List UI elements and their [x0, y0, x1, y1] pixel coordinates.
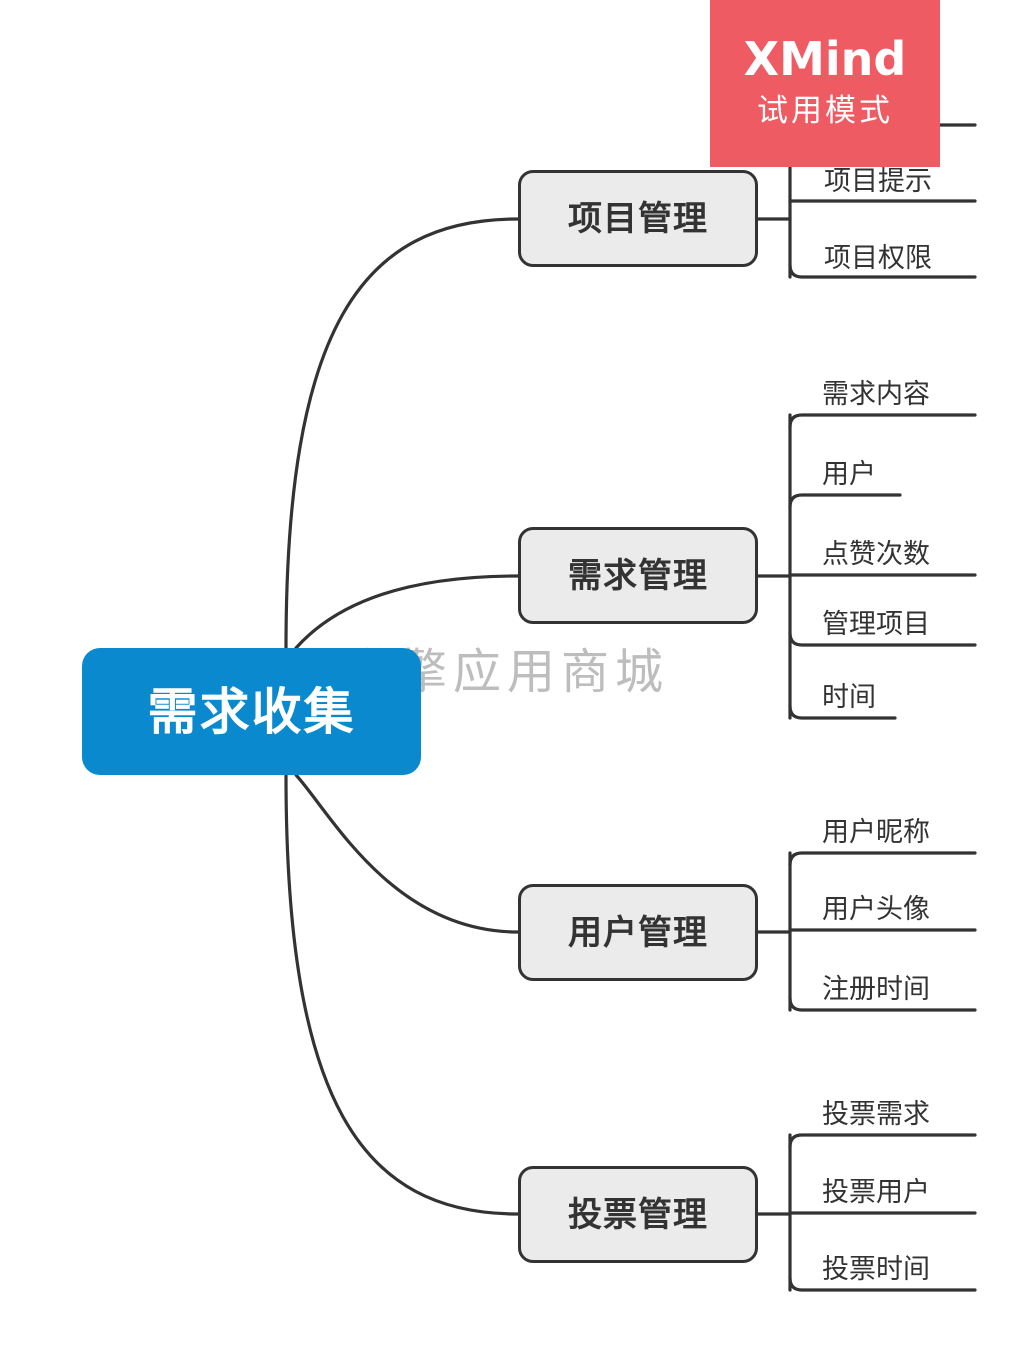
leaf-node[interactable]: 用户 — [822, 459, 876, 490]
branch-2-leaf-0-underline — [788, 851, 977, 867]
leaf-node[interactable]: 注册时间 — [822, 974, 930, 1005]
leaf-node[interactable]: 用户昵称 — [822, 817, 930, 848]
central-node-label: 需求收集 — [147, 682, 356, 741]
leaf-node[interactable]: 投票时间 — [822, 1254, 930, 1285]
link-central-to-branch-0 — [284, 217, 520, 650]
leaf-node[interactable]: 需求内容 — [822, 379, 930, 410]
link-central-to-branch-1 — [294, 574, 520, 650]
branch-node-project-management[interactable]: 项目管理 — [518, 170, 758, 267]
leaf-node[interactable]: 时间 — [822, 682, 876, 713]
xmind-trial-mode-label: 试用模式 — [757, 93, 893, 129]
branch-node-label: 需求管理 — [568, 555, 708, 596]
branch-node-vote-management[interactable]: 投票管理 — [518, 1166, 758, 1263]
xmind-trial-badge: XMind 试用模式 — [710, 0, 940, 167]
branch-1-leaf-0-underline — [788, 413, 977, 429]
xmind-brand-label: XMind — [743, 32, 907, 86]
leaf-node[interactable]: 投票用户 — [822, 1177, 930, 1208]
branch-node-requirement-management[interactable]: 需求管理 — [518, 527, 758, 624]
branch-node-label: 用户管理 — [568, 912, 708, 953]
leaf-node[interactable]: 项目提示 — [824, 166, 932, 197]
branch-node-user-management[interactable]: 用户管理 — [518, 884, 758, 981]
leaf-node[interactable]: 管理项目 — [822, 609, 930, 640]
leaf-node[interactable]: 项目权限 — [824, 243, 932, 274]
branch-node-label: 项目管理 — [568, 198, 708, 239]
link-central-to-branch-3 — [284, 773, 520, 1216]
central-node[interactable]: 需求收集 — [82, 648, 421, 775]
leaf-node[interactable]: 投票需求 — [822, 1099, 930, 1130]
leaf-node[interactable]: 用户头像 — [822, 894, 930, 925]
leaf-node[interactable]: 点赞次数 — [822, 539, 930, 570]
branch-1-leaf-1-underline — [788, 493, 902, 509]
branch-3-leaf-0-underline — [788, 1133, 977, 1149]
link-central-to-branch-2 — [294, 773, 520, 934]
branch-node-label: 投票管理 — [568, 1194, 708, 1235]
